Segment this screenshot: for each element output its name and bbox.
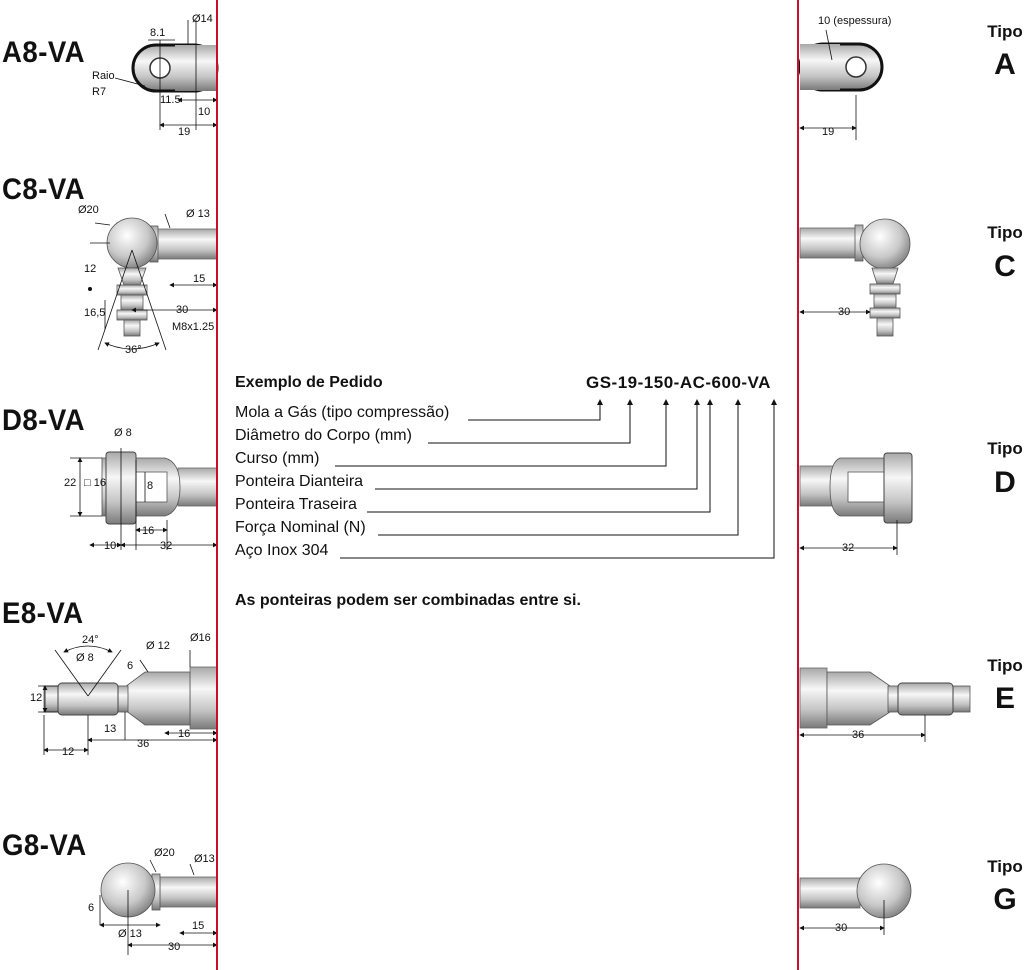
- tipo-letter-d: D: [994, 466, 1016, 499]
- dim-c8-neck-length: 15: [193, 273, 206, 285]
- dim-g8-neck-length: 15: [192, 920, 205, 932]
- right-divider-line: [797, 0, 799, 970]
- dim-e8-width: 6: [127, 660, 134, 672]
- a8-right-part: [798, 29, 884, 140]
- tipo-label-e: Tipo: [987, 656, 1023, 675]
- dim-a8-diameter: Ø14: [192, 13, 213, 25]
- dim-a8-right-length: 19: [822, 126, 835, 138]
- tipo-letter-a: A: [994, 48, 1016, 81]
- tipo-label-g: Tipo: [987, 857, 1023, 876]
- order-example-title: Exemplo de Pedido: [235, 374, 383, 391]
- dim-d8-offset: 10: [104, 540, 117, 552]
- tipo-letter-g: G: [993, 883, 1017, 916]
- model-g8-va: G8-VA: [2, 829, 87, 862]
- model-d8-va: D8-VA: [2, 404, 86, 437]
- d8-right-part: [799, 452, 913, 555]
- dim-a8-raio-label: Raio: [92, 70, 115, 82]
- dim-d8-fork-length: 16: [142, 525, 155, 537]
- dim-a8-length: 19: [178, 126, 191, 138]
- dim-a8-width: 8.1: [150, 27, 166, 39]
- dim-c8-ball-diameter: Ø20: [78, 204, 99, 216]
- dim-e8-length: 36: [137, 738, 150, 750]
- g8-left-part: [99, 859, 218, 955]
- dim-g8-neck-diameter: Ø13: [194, 853, 215, 865]
- order-item-force: Força Nominal (N): [235, 519, 366, 536]
- left-divider-line: [216, 0, 218, 970]
- dim-g8-length: 30: [168, 941, 181, 953]
- order-item-material: Aço Inox 304: [235, 542, 329, 559]
- order-item-stroke: Curso (mm): [235, 450, 320, 467]
- d8-left-part: [70, 448, 218, 550]
- dim-c8-stud: 16,5: [84, 307, 106, 319]
- dim-e8-neck-diameter: Ø 12: [146, 640, 170, 652]
- g8-right-part: [799, 863, 912, 935]
- dim-g8-height: 6: [88, 902, 95, 914]
- dim-d8-length: 32: [160, 540, 173, 552]
- dim-d8-pin-diameter: Ø 8: [114, 427, 132, 439]
- e8-right-part: [799, 667, 971, 742]
- e8-left-part: [38, 645, 218, 755]
- tipo-letter-e: E: [994, 682, 1015, 715]
- dim-e8-body-diameter: Ø16: [190, 632, 211, 644]
- dim-d8-slot: 8: [147, 480, 154, 492]
- dim-g8-right-length: 30: [835, 922, 848, 934]
- c8-left-part: [88, 213, 218, 351]
- dim-e8-neck-length: 16: [178, 728, 191, 740]
- tipo-label-a: Tipo: [987, 22, 1023, 41]
- dim-c8-length: 30: [176, 304, 189, 316]
- dim-d8-square: □ 16: [84, 477, 106, 489]
- dim-e8-right-length: 36: [852, 729, 865, 741]
- dim-d8-height: 22: [64, 477, 77, 489]
- dim-a8-radius: R7: [92, 86, 107, 98]
- dim-g8-ball-diameter: Ø20: [154, 847, 175, 859]
- dim-c8-angle: 36°: [125, 344, 142, 356]
- model-c8-va: C8-VA: [2, 173, 86, 206]
- dim-e8-height: 12: [30, 692, 43, 704]
- dim-e8-hole-diameter: Ø 8: [76, 652, 94, 664]
- order-note: As ponteiras podem ser combinadas entre …: [235, 592, 581, 609]
- order-leader-lines: [335, 399, 777, 559]
- model-a8-va: A8-VA: [2, 36, 86, 69]
- order-example-code: GS-19-150-AC-600-VA: [586, 373, 771, 392]
- dim-c8-thread: M8x1.25: [172, 321, 215, 333]
- dim-e8-joint: 13: [104, 723, 117, 735]
- dim-a8-hole-dist: 11.5: [160, 94, 181, 106]
- dim-c8-neck-diameter: Ø 13: [186, 208, 210, 220]
- dim-e8-head-length: 12: [62, 746, 75, 758]
- tipo-label-c: Tipo: [987, 223, 1023, 242]
- dim-g8-bottom-diameter: Ø 13: [118, 928, 142, 940]
- tipo-letter-c: C: [994, 250, 1016, 283]
- c8-right-part: [799, 218, 911, 337]
- order-item-diameter: Diâmetro do Corpo (mm): [235, 427, 412, 444]
- model-e8-va: E8-VA: [2, 597, 84, 630]
- dim-c8-height: 12: [84, 263, 97, 275]
- dim-d8-right-length: 32: [842, 542, 855, 554]
- tipo-label-d: Tipo: [987, 439, 1023, 458]
- dim-c8-right-length: 30: [838, 306, 851, 318]
- dim-e8-angle: 24°: [82, 634, 99, 646]
- order-item-type: Mola a Gás (tipo compressão): [235, 404, 450, 421]
- order-item-front-end: Ponteira Dianteira: [235, 473, 364, 490]
- order-item-rear-end: Ponteira Traseira: [235, 496, 357, 513]
- dim-a8-right-thickness: 10 (espessura): [818, 15, 892, 27]
- dim-a8-end: 10: [198, 106, 211, 118]
